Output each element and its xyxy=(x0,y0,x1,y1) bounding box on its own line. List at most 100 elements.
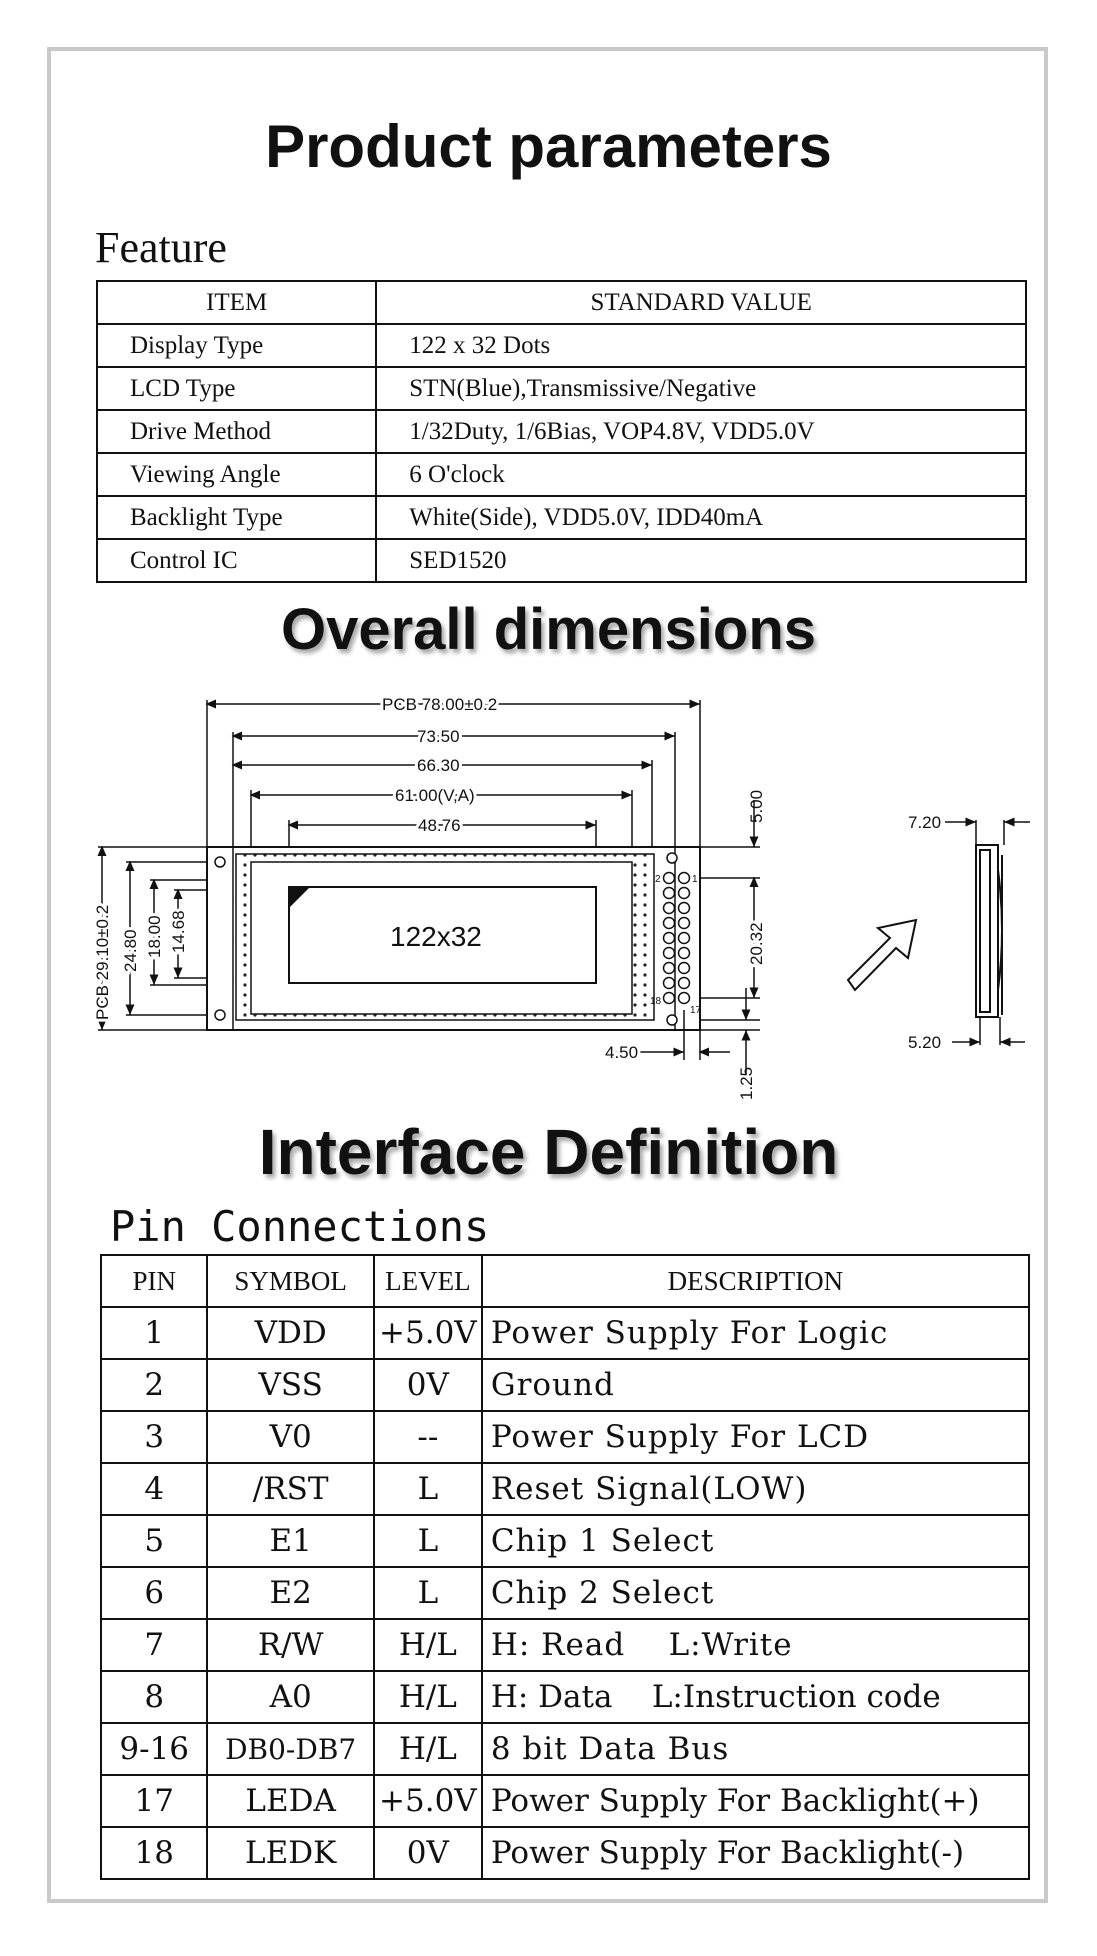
dim-73-50: 73.50 xyxy=(417,727,460,746)
product-parameters-title: Product parameters xyxy=(265,113,832,180)
feature-header-row: ITEM STANDARD VALUE xyxy=(95,280,1027,325)
feature-value: 1/32Duty, 1/6Bias, VOP4.8V, VDD5.0V xyxy=(375,409,1027,454)
pin-number: 1 xyxy=(99,1306,209,1360)
pin-symbol: VDD xyxy=(206,1306,375,1360)
pin-level: +5.0V xyxy=(372,1306,483,1360)
pin-level: H/L xyxy=(372,1722,483,1776)
pin-number: 18 xyxy=(99,1826,209,1880)
interface-definition-title: Interface Definition xyxy=(258,1116,839,1188)
feature-item: Backlight Type xyxy=(95,495,378,540)
pin-level: -- xyxy=(372,1410,483,1464)
dim-5-00: 5.00 xyxy=(747,790,766,823)
pin-header-level: LEVEL xyxy=(372,1254,483,1308)
feature-value: STN(Blue),Transmissive/Negative xyxy=(375,366,1027,411)
pin-number: 6 xyxy=(99,1566,209,1620)
dim-pcb-width: PCB 78.00±0.2 xyxy=(382,695,497,714)
pin-header-pin: PIN xyxy=(99,1254,209,1308)
feature-heading: Feature xyxy=(95,223,227,272)
pin-18-label: 18 xyxy=(650,996,662,1007)
pin-number: 3 xyxy=(99,1410,209,1464)
pin-description: Power Supply For Backlight(-) xyxy=(480,1826,1031,1880)
pin-number: 7 xyxy=(99,1618,209,1672)
table-row: 1 VDD +5.0V Power Supply For Logic xyxy=(99,1306,1031,1360)
table-row: 5 E1 L Chip 1 Select xyxy=(99,1514,1031,1568)
pin-table: PIN SYMBOL LEVEL DESCRIPTION 1 VDD +5.0V… xyxy=(99,1254,1031,1880)
pin-description: Power Supply For Backlight(+) xyxy=(480,1774,1031,1828)
pin-symbol: LEDK xyxy=(206,1826,375,1880)
pin-level: H/L xyxy=(372,1670,483,1724)
dim-48-76: 48.76 xyxy=(418,816,461,835)
pin-number: 9-16 xyxy=(99,1722,209,1776)
pin-level: H/L xyxy=(372,1618,483,1672)
pin-header-description: DESCRIPTION xyxy=(480,1254,1031,1308)
dim-14-68: 14.68 xyxy=(169,910,188,953)
pin-description: Chip 1 Select xyxy=(480,1514,1031,1568)
dim-24-80: 24.80 xyxy=(121,929,140,972)
pin-description: Power Supply For Logic xyxy=(480,1306,1031,1360)
dim-20-32: 20.32 xyxy=(747,922,766,965)
table-row: Viewing Angle 6 O'clock xyxy=(95,452,1027,497)
display-resolution-label: 122x32 xyxy=(390,921,482,952)
page-frame xyxy=(47,47,1048,1903)
dim-1-25: 1.25 xyxy=(737,1067,756,1100)
pin-symbol: A0 xyxy=(206,1670,375,1724)
pin-number: 4 xyxy=(99,1462,209,1516)
table-row: Drive Method 1/32Duty, 1/6Bias, VOP4.8V,… xyxy=(95,409,1027,454)
table-row: Display Type 122 x 32 Dots xyxy=(95,323,1027,368)
pin-number: 8 xyxy=(99,1670,209,1724)
pin-symbol: E2 xyxy=(206,1566,375,1620)
pin-header xyxy=(662,871,691,1005)
dim-66-30: 66.30 xyxy=(417,756,460,775)
dimension-drawing: PCB 78.00±0.2 73.50 66.30 61.00(V,A) 48.… xyxy=(90,692,1030,1100)
pin-description: Reset Signal(LOW) xyxy=(480,1462,1031,1516)
pin-header-symbol: SYMBOL xyxy=(206,1254,375,1308)
pin-2-label: 2 xyxy=(655,874,661,885)
feature-item: Viewing Angle xyxy=(95,452,378,497)
pin-description: Power Supply For LCD xyxy=(480,1410,1031,1464)
dim-5-20: 5.20 xyxy=(908,1033,941,1052)
overall-dimensions-title: Overall dimensions xyxy=(280,597,817,662)
pin-number: 17 xyxy=(99,1774,209,1828)
pin-symbol: VSS xyxy=(206,1358,375,1412)
table-row: 3 V0 -- Power Supply For LCD xyxy=(99,1410,1031,1464)
dim-pcb-height: PCB 29.10±0.2 xyxy=(93,905,112,1020)
feature-value: 6 O'clock xyxy=(375,452,1027,497)
pin-level: L xyxy=(372,1462,483,1516)
table-row: Control IC SED1520 xyxy=(95,538,1027,583)
pin-number: 2 xyxy=(99,1358,209,1412)
table-row: Backlight Type White(Side), VDD5.0V, IDD… xyxy=(95,495,1027,540)
table-row: 4 /RST L Reset Signal(LOW) xyxy=(99,1462,1031,1516)
feature-item: Control IC xyxy=(95,538,378,583)
table-row: 7 R/W H/L H: Read L:Write xyxy=(99,1618,1031,1672)
feature-value: 122 x 32 Dots xyxy=(375,323,1027,368)
pin-description: H: Data L:Instruction code xyxy=(480,1670,1031,1724)
pin-header-row: PIN SYMBOL LEVEL DESCRIPTION xyxy=(99,1254,1031,1308)
table-row: 6 E2 L Chip 2 Select xyxy=(99,1566,1031,1620)
dim-4-50: 4.50 xyxy=(605,1043,638,1062)
dim-18-00: 18.00 xyxy=(145,915,164,958)
pin-number: 5 xyxy=(99,1514,209,1568)
pin-level: L xyxy=(372,1514,483,1568)
pin-1-label: 1 xyxy=(692,874,698,885)
feature-item: Drive Method xyxy=(95,409,378,454)
table-row: 18 LEDK 0V Power Supply For Backlight(-) xyxy=(99,1826,1031,1880)
pin-level: 0V xyxy=(372,1358,483,1412)
table-row: 17 LEDA +5.0V Power Supply For Backlight… xyxy=(99,1774,1031,1828)
pin-17-label: 17 xyxy=(690,1005,702,1016)
pin-symbol: R/W xyxy=(206,1618,375,1672)
feature-item: Display Type xyxy=(95,323,378,368)
pin-symbol: E1 xyxy=(206,1514,375,1568)
feature-item: LCD Type xyxy=(95,366,378,411)
feature-table: ITEM STANDARD VALUE Display Type 122 x 3… xyxy=(95,280,1027,583)
pin-description: Ground xyxy=(480,1358,1031,1412)
pin-symbol: LEDA xyxy=(206,1774,375,1828)
pin-symbol: V0 xyxy=(206,1410,375,1464)
table-row: LCD Type STN(Blue),Transmissive/Negative xyxy=(95,366,1027,411)
feature-header-value: STANDARD VALUE xyxy=(375,280,1027,325)
pin-level: 0V xyxy=(372,1826,483,1880)
pin-description: H: Read L:Write xyxy=(480,1618,1031,1672)
pin-connections-heading: Pin Connections xyxy=(110,1202,490,1251)
feature-header-item: ITEM xyxy=(95,280,378,325)
dim-7-20: 7.20 xyxy=(908,813,941,832)
pin-description: 8 bit Data Bus xyxy=(480,1722,1031,1776)
